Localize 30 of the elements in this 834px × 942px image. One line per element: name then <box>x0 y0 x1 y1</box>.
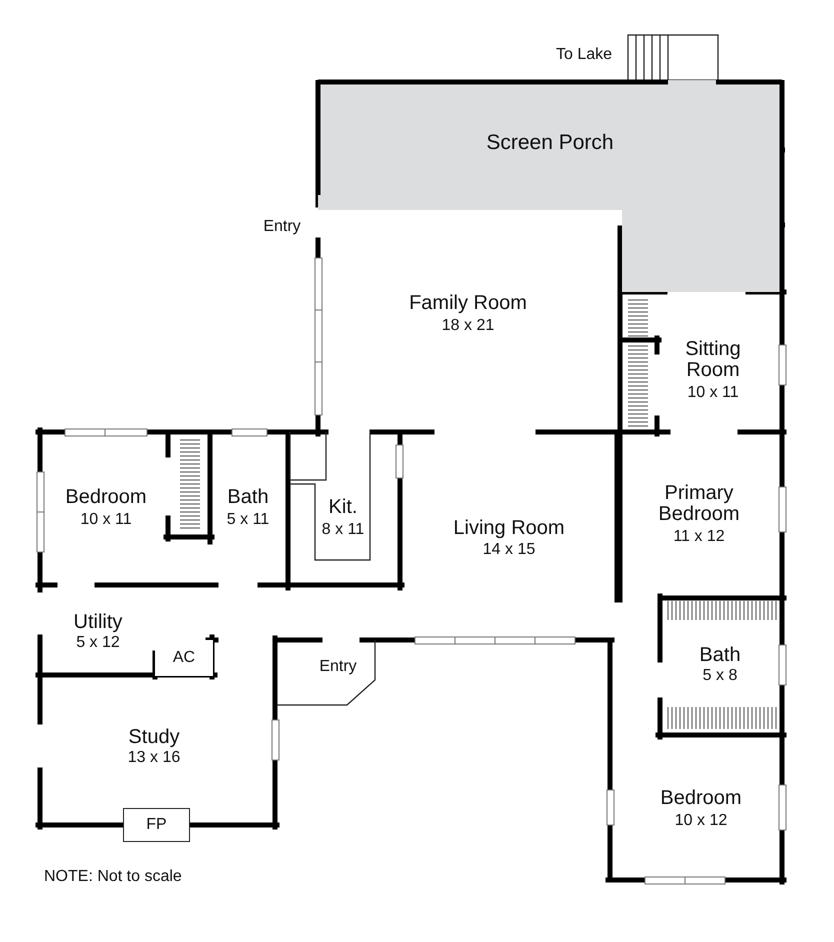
room-label: Bath <box>226 486 270 508</box>
room-label: Kit. <box>328 496 358 518</box>
dimension-text: 5 x 8 <box>702 668 738 684</box>
dimension-text: To Lake <box>554 46 614 64</box>
dimension-text: Entry <box>262 218 302 236</box>
dimension-text: 5 x 11 <box>226 512 270 528</box>
room-label: Utility <box>72 612 124 632</box>
room-label: Screen Porch <box>485 131 615 155</box>
note-text: NOTE: Not to scale <box>44 868 183 886</box>
dimension-text: 11 x 12 <box>672 528 726 546</box>
room-label: Bedroom <box>64 486 148 508</box>
room-label: Living Room <box>452 518 566 538</box>
dimension-text: 10 x 11 <box>79 512 133 528</box>
ac-closet: AC <box>155 640 213 676</box>
room-label: Bath <box>698 644 742 666</box>
dimension-text: 5 x 12 <box>75 634 121 652</box>
dimension-text: 10 x 11 <box>686 384 740 402</box>
room-label: Bedroom <box>659 788 743 808</box>
dimension-text: 13 x 16 <box>126 750 182 766</box>
dimension-text: 14 x 15 <box>482 542 536 558</box>
dimension-text: 10 x 12 <box>674 812 728 830</box>
fireplace-box: FP <box>123 808 190 842</box>
room-label: Primary Bedroom <box>657 483 741 525</box>
dimension-text: Entry <box>318 658 358 676</box>
dimension-text: 8 x 11 <box>320 522 366 538</box>
dimension-text: 18 x 21 <box>440 318 496 334</box>
room-label: Study <box>127 726 181 748</box>
room-label: Sitting Room <box>684 339 742 381</box>
room-label: Family Room <box>408 292 528 314</box>
screen-porch <box>315 79 785 295</box>
